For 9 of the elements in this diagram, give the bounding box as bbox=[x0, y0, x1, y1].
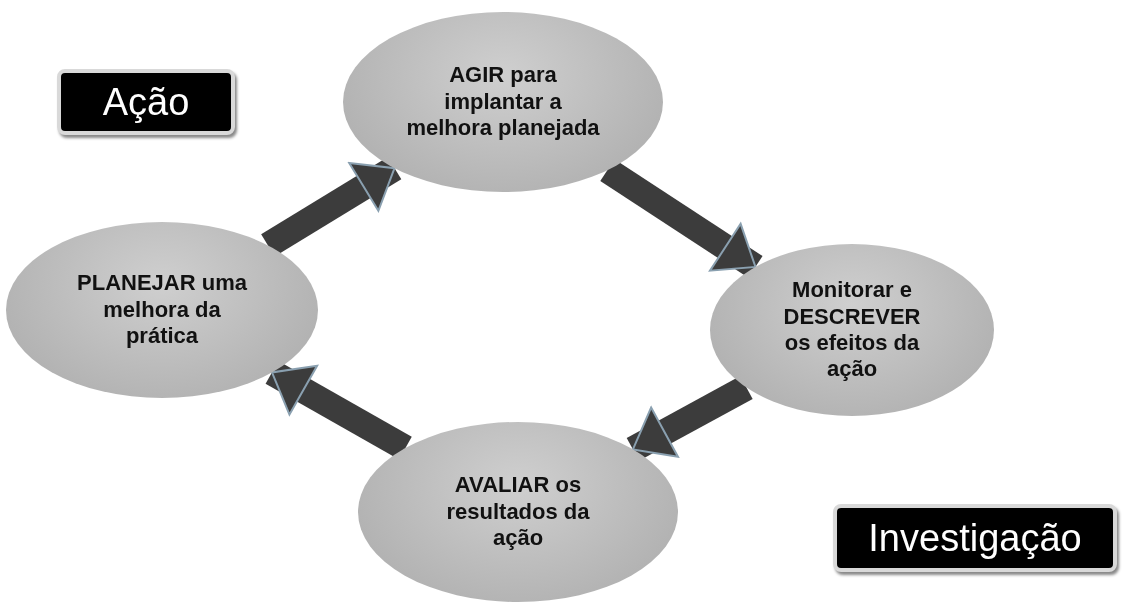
step-text: AGIR para implantar a melhora planejada bbox=[405, 62, 601, 142]
step-text: AVALIAR os resultados da ação bbox=[445, 472, 591, 552]
step-text: Monitorar e DESCREVER os efeitos da ação bbox=[782, 277, 922, 383]
block-arrow bbox=[626, 376, 753, 461]
label-box bbox=[833, 504, 1117, 572]
step-text: PLANEJAR uma melhora da prática bbox=[76, 270, 248, 350]
tag-text: Investigação bbox=[868, 516, 1082, 560]
label-box bbox=[57, 69, 235, 135]
tag-text: Ação bbox=[102, 80, 190, 124]
